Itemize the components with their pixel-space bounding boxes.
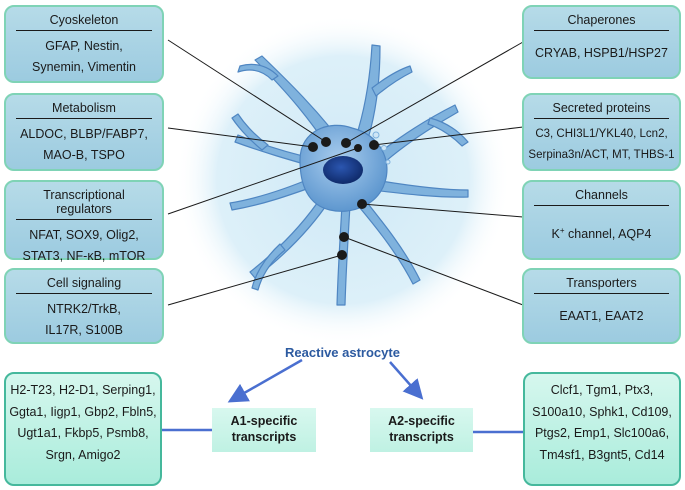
transcriptional-title: Transcriptional regulators <box>16 188 152 220</box>
a1-label-line-2: transcripts <box>231 430 297 444</box>
potassium-symbol: K <box>551 227 560 242</box>
a1-specific-label: A1-specific transcripts <box>212 408 316 452</box>
transporters-line-1: EAAT1, EAAT2 <box>559 309 644 323</box>
a1-gene-line-2: Ggta1, Iigp1, Gbp2, Fbln5, <box>9 404 157 419</box>
cell-signaling-line-2: IL17R, S100B <box>45 323 123 337</box>
transporters-title: Transporters <box>534 276 669 294</box>
secreted-proteins-box: Secreted proteins C3, CHI3L1/YKL40, Lcn2… <box>522 93 681 171</box>
channels-title: Channels <box>534 188 669 206</box>
a2-gene-line-1: Clcf1, Tgm1, Ptx3, <box>550 383 654 397</box>
a2-label-line-2: transcripts <box>389 430 454 444</box>
secreted-line-2: Serpina3n/ACT, MT, THBS-1 <box>528 149 675 161</box>
a1-gene-line-4: Srgn, Amigo2 <box>45 447 121 462</box>
channels-box: Channels K+ channel, AQP4 <box>522 180 681 260</box>
transporters-box: Transporters EAAT1, EAAT2 <box>522 268 681 344</box>
secreted-line-1: C3, CHI3L1/YKL40, Lcn2, <box>535 128 668 140</box>
cytoskeleton-title: Cyoskeleton <box>16 13 152 31</box>
potassium-charge: + <box>559 226 565 235</box>
cytoskeleton-line-2: Synemin, Vimentin <box>32 60 136 74</box>
channels-line-1: K+ channel, AQP4 <box>524 220 679 245</box>
vesicles <box>372 131 391 165</box>
metabolism-line-2: MAO-B, TSPO <box>43 148 125 162</box>
a1-label-line-1: A1-specific <box>230 414 298 428</box>
metabolism-line-1: ALDOC, BLBP/FABP7, <box>20 127 148 141</box>
transcriptional-line-2: STAT3, NF-κB, mTOR <box>22 249 146 263</box>
connector-lines <box>167 39 524 306</box>
a2-label-line-1: A2-specific <box>388 414 455 428</box>
reactive-astrocyte-label: Reactive astrocyte <box>285 345 400 360</box>
a2-gene-line-4: Tm4sf1, B3gnt5, Cd14 <box>539 447 665 462</box>
a1-gene-line-3: Ugt1a1, Fkbp5, Psmb8, <box>17 426 149 440</box>
transcriptional-regulators-box: Transcriptional regulators NFAT, SOX9, O… <box>4 180 164 263</box>
a2-transcripts-box: Clcf1, Tgm1, Ptx3, S100a10, Sphk1, Cd109… <box>523 372 681 486</box>
a2-gene-line-3: Ptgs2, Emp1, Slc100a6, <box>534 426 670 440</box>
chaperones-line-1: CRYAB, HSPB1/HSP27 <box>535 46 668 60</box>
cytoskeleton-box: Cyoskeleton GFAP, Nestin, Synemin, Vimen… <box>4 5 164 83</box>
chaperones-box: Chaperones CRYAB, HSPB1/HSP27 <box>522 5 681 79</box>
a1-transcripts-box: H2-T23, H2-D1, Serping1, Ggta1, Iigp1, G… <box>4 372 162 486</box>
channels-line-rest: channel, AQP4 <box>564 227 652 242</box>
transcriptional-line-1: NFAT, SOX9, Olig2, <box>29 228 139 242</box>
secreted-title: Secreted proteins <box>534 101 669 119</box>
nucleus <box>323 156 363 184</box>
arrow-to-a2 <box>389 361 424 400</box>
cell-signaling-box: Cell signaling NTRK2/TrkB, IL17R, S100B <box>4 268 164 344</box>
a1-gene-line-1: H2-T23, H2-D1, Serping1, <box>10 383 156 397</box>
cell-signaling-title: Cell signaling <box>16 276 152 294</box>
a2-specific-label: A2-specific transcripts <box>370 408 473 452</box>
chaperones-title: Chaperones <box>534 13 669 31</box>
arrow-to-a1 <box>227 358 303 403</box>
a2-gene-line-2: S100a10, Sphk1, Cd109, <box>532 404 672 419</box>
cell-signaling-line-1: NTRK2/TrkB, <box>47 302 121 316</box>
cytoskeleton-line-1: GFAP, Nestin, <box>45 39 123 53</box>
marker-dots <box>308 137 379 260</box>
metabolism-title: Metabolism <box>16 101 152 119</box>
metabolism-box: Metabolism ALDOC, BLBP/FABP7, MAO-B, TSP… <box>4 93 164 171</box>
